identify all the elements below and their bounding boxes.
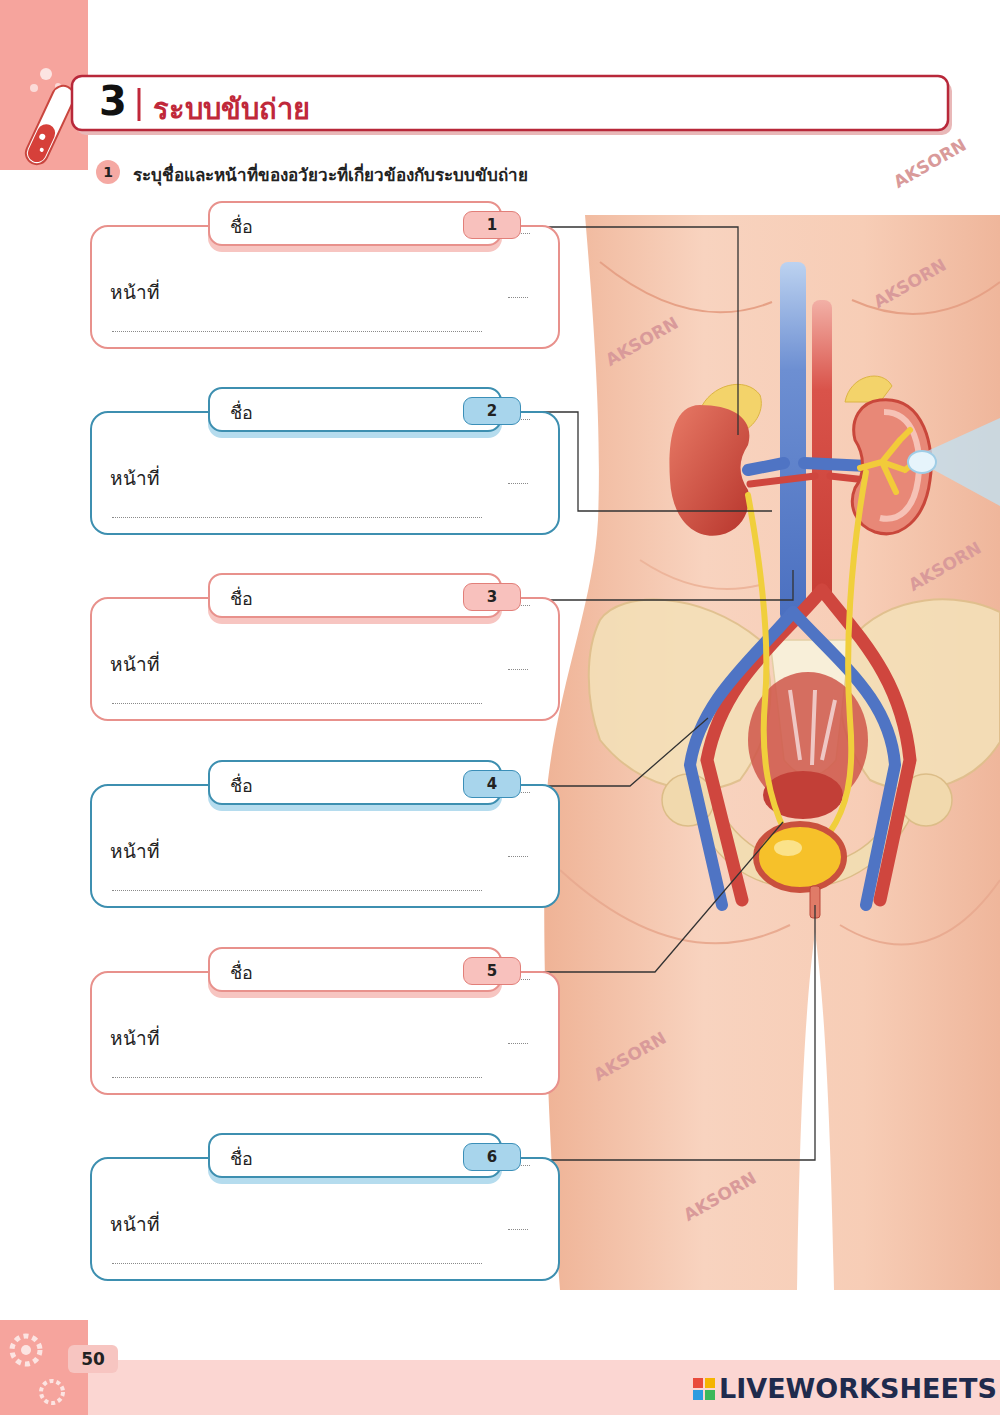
- function-label: หน้าที่: [110, 1023, 558, 1053]
- callout-number: 5: [463, 957, 521, 985]
- callout-number: 6: [463, 1143, 521, 1171]
- write-in-line: [508, 669, 528, 670]
- function-card: หน้าที่ชื่อ6: [90, 1157, 560, 1281]
- write-in-line: [112, 517, 482, 518]
- callout-number: 4: [463, 770, 521, 798]
- write-in-line: [508, 483, 528, 484]
- function-label: หน้าที่: [110, 463, 558, 493]
- function-label: หน้าที่: [110, 1209, 558, 1239]
- write-in-line: [508, 297, 528, 298]
- function-label: หน้าที่: [110, 277, 558, 307]
- title-bar: [72, 76, 952, 135]
- write-in-line: [508, 1229, 528, 1230]
- write-in-line: [508, 856, 528, 857]
- watermark: AKSORN: [602, 313, 682, 370]
- name-label: ชื่อ: [230, 398, 500, 427]
- section-number: 3: [99, 78, 127, 124]
- watermark: AKSORN: [870, 255, 950, 312]
- name-tab: ชื่อ6: [208, 1133, 502, 1178]
- function-card: หน้าที่ชื่อ4: [90, 784, 560, 908]
- name-tab: ชื่อ4: [208, 760, 502, 805]
- number-text: 1: [487, 216, 497, 234]
- watermark: AKSORN: [905, 538, 985, 595]
- number-text: 5: [487, 962, 497, 980]
- brand-watermark: LIVEWORKSHEETS: [719, 1373, 997, 1404]
- function-card: หน้าที่ชื่อ2: [90, 411, 560, 535]
- name-label: ชื่อ: [230, 958, 500, 987]
- write-in-line: [112, 703, 482, 704]
- name-tab: ชื่อ3: [208, 573, 502, 618]
- number-text: 2: [487, 402, 497, 420]
- callout-number: 1: [463, 211, 521, 239]
- callout-number: 3: [463, 583, 521, 611]
- name-label: ชื่อ: [230, 584, 500, 613]
- function-card: หน้าที่ชื่อ3: [90, 597, 560, 721]
- name-tab: ชื่อ5: [208, 947, 502, 992]
- watermark: AKSORN: [890, 135, 970, 192]
- footer-band: [0, 1320, 1000, 1415]
- watermark: AKSORN: [680, 1168, 760, 1225]
- number-text: 50: [81, 1349, 105, 1369]
- function-card: หน้าที่ชื่อ1: [90, 225, 560, 349]
- function-label: หน้าที่: [110, 836, 558, 866]
- number-text: 1: [103, 164, 113, 180]
- page-title: ระบบขับถ่าย: [153, 86, 310, 132]
- instruction-text: ระบุชื่อและหน้าที่ของอวัยวะที่เกี่ยวข้อง…: [133, 161, 528, 188]
- function-card: หน้าที่ชื่อ5: [90, 971, 560, 1095]
- page-number: 50: [68, 1345, 118, 1373]
- name-label: ชื่อ: [230, 212, 500, 241]
- name-label: ชื่อ: [230, 771, 500, 800]
- name-tab: ชื่อ1: [208, 201, 502, 246]
- number-text: 4: [487, 775, 497, 793]
- leader-lines: [523, 227, 815, 1160]
- name-tab: ชื่อ2: [208, 387, 502, 432]
- number-text: 3: [487, 588, 497, 606]
- write-in-line: [112, 1077, 482, 1078]
- watermark: AKSORN: [590, 1028, 670, 1085]
- write-in-line: [112, 890, 482, 891]
- write-in-line: [112, 331, 482, 332]
- number-text: 6: [487, 1148, 497, 1166]
- write-in-line: [508, 1043, 528, 1044]
- anatomy-illustration: [544, 215, 1000, 1290]
- function-label: หน้าที่: [110, 649, 558, 679]
- callout-number: 2: [463, 397, 521, 425]
- write-in-line: [112, 1263, 482, 1264]
- question-number: 1: [96, 160, 120, 184]
- name-label: ชื่อ: [230, 1144, 500, 1173]
